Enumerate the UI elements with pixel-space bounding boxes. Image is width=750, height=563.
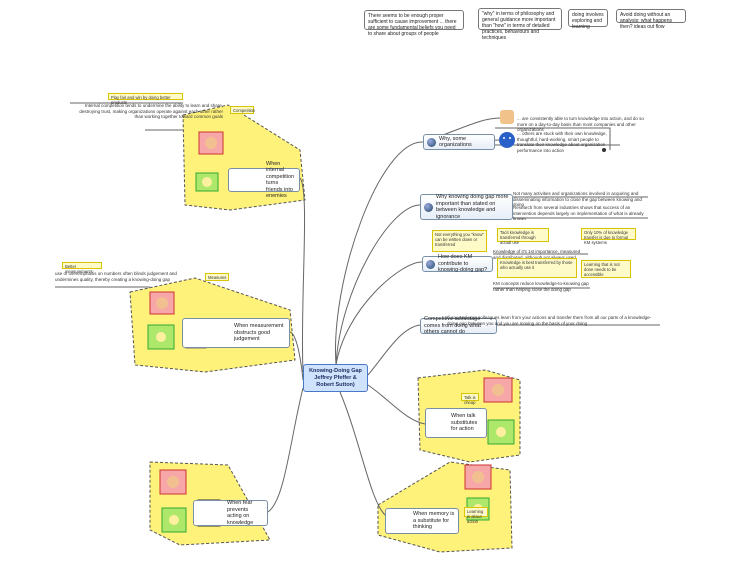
- endpoint-dot: [602, 148, 606, 152]
- topic-why-organizations[interactable]: Why, some organizations: [423, 134, 495, 150]
- topic-label: When memory is a substitute for thinking: [413, 511, 455, 531]
- topic-label: Competitive advantage comes from doing w…: [424, 316, 481, 336]
- callout-km-3: Only 10% of knowledge transfer is due to…: [581, 228, 636, 245]
- callout-km-2: Tacit knowledge is transferred through a…: [497, 228, 549, 245]
- topic-label: When measurement obstructs good judgemen…: [234, 323, 284, 343]
- topic-why-knowing-doing[interactable]: Why knowing doing gap more important tha…: [420, 194, 513, 220]
- clipart-happy-face-4: [161, 507, 187, 533]
- topic-competitive-advantage[interactable]: Competitive advantage comes from doing w…: [420, 316, 497, 336]
- topic-label: When fear prevents acting on knowledge: [227, 500, 254, 526]
- top-note-1: There seems to be enough proper sufficie…: [364, 10, 464, 37]
- central-topic[interactable]: Knowing-Doing Gap Jeffrey Pfeffer & Robe…: [303, 364, 368, 392]
- clipart-happy-face-3: [487, 419, 515, 445]
- clipart-angry-face-4: [159, 469, 187, 495]
- central-line-3: Robert Sutton): [316, 381, 355, 388]
- thumbs-up-icon: [500, 110, 514, 124]
- note-km-a: Knowledge of it's 1st importance, measur…: [493, 249, 581, 260]
- clipart-angry-face-1: [198, 131, 224, 155]
- callout-km-1: Not everything you "know" can be written…: [432, 230, 487, 252]
- topic-km-contribution[interactable]: How does KM contribute to knowing-doing …: [422, 254, 493, 274]
- clipart-happy-face-2: [147, 324, 175, 350]
- callout-memory: Learning is about action: [464, 507, 488, 524]
- top-note-3: doing involves exploring and learning: [568, 9, 608, 30]
- note-competition-head: Play fair and win by doing better produc…: [108, 93, 183, 105]
- note-gap-a: Not many activities and organizations in…: [513, 191, 642, 207]
- topic-talk-substitutes[interactable]: When talk substitutes for action: [425, 408, 487, 438]
- clipart-happy-face-1: [195, 172, 219, 192]
- topic-fear[interactable]: When fear prevents acting on knowledge: [193, 500, 268, 526]
- top-note-2: "why" in terms of philosophy and general…: [478, 8, 562, 41]
- note-why-orgs-a: ... are consistently able to turn knowle…: [517, 116, 644, 132]
- question-icon: [424, 202, 433, 212]
- callout-talk: Talk is cheap: [461, 393, 479, 405]
- sad-face-icon: [499, 132, 515, 148]
- note-gap-b: Research from several industries shows t…: [513, 205, 644, 221]
- clipart-angry-face-5: [464, 464, 492, 490]
- topic-internal-competition[interactable]: When internal competition turns friends …: [228, 161, 300, 199]
- question-icon: [427, 137, 436, 147]
- note-measurement-head: Better measurements: [62, 262, 102, 274]
- topic-label: Why knowing doing gap more important tha…: [436, 194, 509, 220]
- question-icon: [426, 259, 435, 269]
- central-line-2: Jeffrey Pfeffer &: [314, 374, 357, 381]
- note-advantage: If you and your colleagues learn from yo…: [447, 315, 652, 326]
- branch-lines: [55, 102, 660, 516]
- central-line-1: Knowing-Doing Gap: [309, 367, 362, 374]
- topic-memory-substitute[interactable]: When memory is a substitute for thinking: [385, 508, 459, 534]
- callout-km-4: Knowledge is best transferred by those w…: [497, 258, 577, 278]
- topic-label: When talk substitutes for action: [451, 413, 478, 433]
- note-why-orgs-b: ... others are stuck with their own know…: [517, 131, 607, 153]
- note-measurement: use of overemphasis on numbers often bli…: [55, 271, 177, 282]
- callout-competition-small: Competition: [230, 106, 255, 114]
- top-note-4: Avoid doing without an analysis: what ha…: [616, 9, 686, 30]
- topic-label: How does KM contribute to knowing-doing …: [438, 254, 488, 274]
- callout-measure-small: Measures: [205, 273, 229, 281]
- callout-km-5: Learning that is not done needs to be ac…: [581, 260, 631, 278]
- blob-memory: [377, 461, 513, 553]
- clipart-angry-face-2: [149, 291, 175, 315]
- note-km-b: KM concepts reduce knowledge-to-knowing …: [493, 281, 589, 292]
- note-competition: Internal competition tends to undermine …: [79, 103, 223, 119]
- topic-label: When internal competition turns friends …: [266, 160, 295, 200]
- clipart-angry-face-3: [483, 377, 513, 403]
- topic-label: Why, some organizations: [439, 135, 472, 149]
- topic-measurement[interactable]: When measurement obstructs good judgemen…: [182, 318, 290, 348]
